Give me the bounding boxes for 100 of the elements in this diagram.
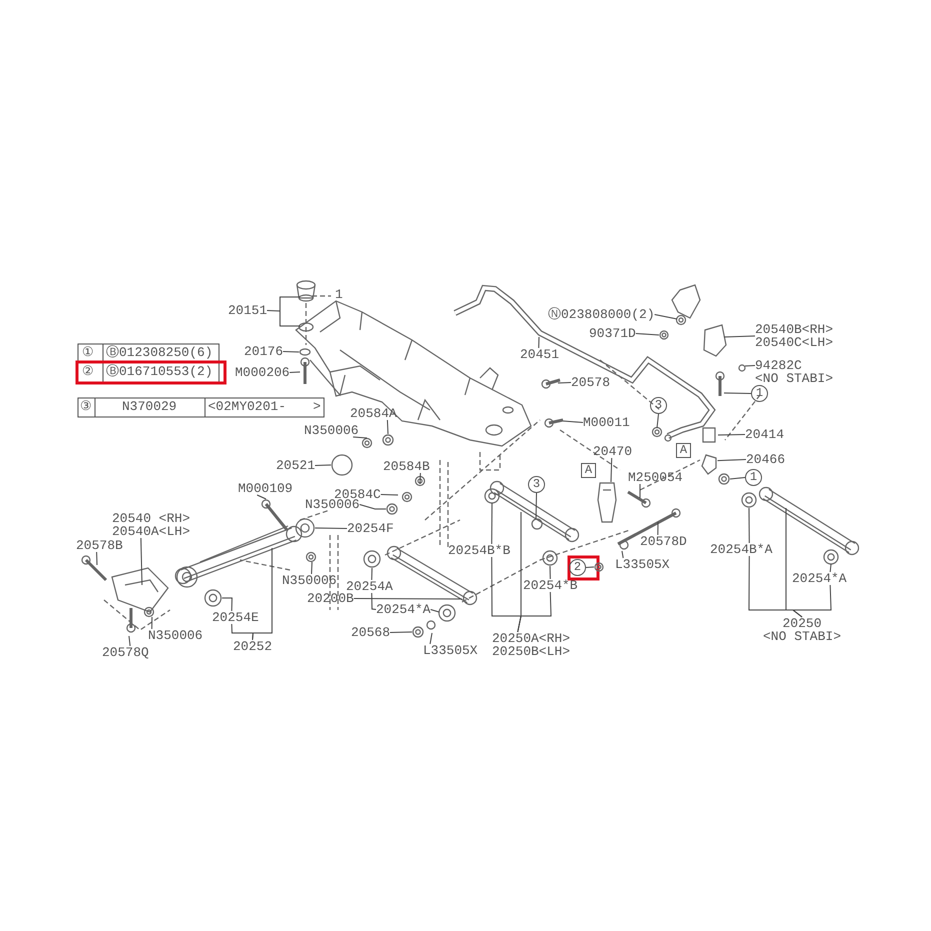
- part-number: L33505X: [423, 644, 478, 657]
- part-number: 20414: [745, 428, 784, 441]
- part-number: 20578Q: [102, 646, 149, 659]
- cap-icon: [331, 454, 353, 476]
- callout-number: 3: [528, 476, 545, 493]
- callout-number: 1: [751, 385, 768, 402]
- part-number: M000206: [235, 366, 290, 379]
- part-number: 20250: [782, 617, 823, 630]
- part-number: 20578B: [76, 539, 123, 552]
- leader-line: [558, 382, 572, 384]
- part-number: 20540A<LH>: [112, 525, 190, 538]
- part-number: N350006: [304, 424, 359, 437]
- leader-line: [562, 420, 584, 423]
- part-number: 20254*B: [523, 579, 578, 592]
- leader-line: [282, 351, 300, 352]
- part-number: 20254*A: [376, 603, 431, 616]
- part-number: 20254B*B: [448, 544, 510, 557]
- part-number: 20470: [593, 445, 632, 458]
- leader-line: [231, 624, 254, 640]
- part-number: 20578D: [640, 535, 687, 548]
- leader-line: [517, 592, 552, 632]
- leader-line: [314, 464, 332, 466]
- part-number: 20521: [276, 459, 316, 472]
- leader-line: [724, 392, 752, 394]
- leader-line: [386, 420, 388, 434]
- leader-line: [420, 472, 421, 484]
- part-number: 20584A: [350, 407, 397, 420]
- clamp-icon: [700, 454, 718, 476]
- nut-icon: [412, 626, 424, 638]
- leader-line: [352, 436, 368, 438]
- part-number: 20451: [520, 348, 560, 361]
- leader-line: [353, 598, 462, 600]
- leader-line: [550, 566, 551, 580]
- leader-line: [491, 502, 492, 544]
- part-number: N350006: [148, 629, 203, 642]
- callout-number: 3: [650, 397, 667, 414]
- leader-line: [314, 528, 348, 529]
- part-number: 20540 <RH>: [112, 512, 190, 525]
- part-number: M00011: [583, 416, 630, 429]
- part-number: <NO STABI>: [763, 630, 842, 643]
- washer-icon: [659, 330, 669, 340]
- bushing-icon: [542, 550, 558, 566]
- part-number: 20254E: [212, 611, 259, 624]
- part-number: N350006: [282, 574, 337, 587]
- leader-line: [730, 477, 746, 480]
- part-number: 94282C: [755, 359, 803, 372]
- leader-line: [289, 372, 300, 373]
- leader-line: [222, 598, 233, 612]
- part-number: Ⓝ023808000(2): [548, 308, 655, 321]
- part-number: L33505X: [615, 558, 670, 571]
- leader-line: [724, 336, 756, 338]
- part-number: 20584B: [383, 460, 430, 473]
- leader-line: [748, 508, 750, 544]
- leader-line: [536, 492, 537, 520]
- reference-box: A: [581, 463, 596, 478]
- part-number: 20568: [351, 626, 390, 639]
- leader-line: [380, 494, 398, 496]
- leader-line: [390, 632, 412, 633]
- table-text: N370029: [122, 400, 177, 413]
- part-number: 20176: [244, 345, 284, 358]
- part-number: 20250A<RH>: [492, 632, 570, 645]
- leader-line: [610, 458, 612, 482]
- nut-icon: [382, 434, 394, 446]
- leader-line: [635, 333, 660, 336]
- nut-icon: [386, 503, 398, 515]
- link-icon: [597, 482, 617, 524]
- leader-line: [96, 552, 98, 566]
- table-text: ③: [80, 400, 92, 413]
- leader-line: [430, 609, 440, 612]
- part-number: 20151: [228, 304, 268, 317]
- reference-box: A: [676, 443, 691, 458]
- leader-line: [311, 562, 312, 574]
- leader-line: [371, 592, 376, 610]
- leader-line: [718, 434, 746, 436]
- leader-line: [717, 459, 746, 462]
- leader-line: [744, 365, 756, 366]
- leader-line: [538, 336, 540, 348]
- leader-line: [140, 538, 142, 586]
- table-text: <02MY0201-: [208, 400, 286, 413]
- leader-line: [371, 568, 372, 580]
- part-number: 20254F: [347, 522, 394, 535]
- leader-line: [792, 584, 832, 618]
- nut-icon: [718, 473, 730, 485]
- leader-line: [128, 636, 131, 646]
- callout-number: 1: [745, 469, 762, 486]
- leader-line: [656, 414, 659, 428]
- part-number: <NO STABI>: [755, 372, 834, 385]
- leader-line: [256, 494, 266, 500]
- leader-line: [830, 564, 832, 572]
- bushing-icon: [741, 492, 757, 508]
- table-text: >: [313, 400, 321, 413]
- part-number: 90371D: [589, 327, 636, 340]
- callout-number: 2: [569, 559, 586, 576]
- leader-line: [266, 296, 300, 326]
- part-number: M250054: [628, 471, 683, 484]
- bushing-icon: [295, 518, 315, 538]
- part-number: 20252: [233, 640, 272, 653]
- part-number: 20254A: [346, 580, 393, 593]
- leader-line: [430, 632, 432, 644]
- callout-number: 1: [335, 288, 343, 301]
